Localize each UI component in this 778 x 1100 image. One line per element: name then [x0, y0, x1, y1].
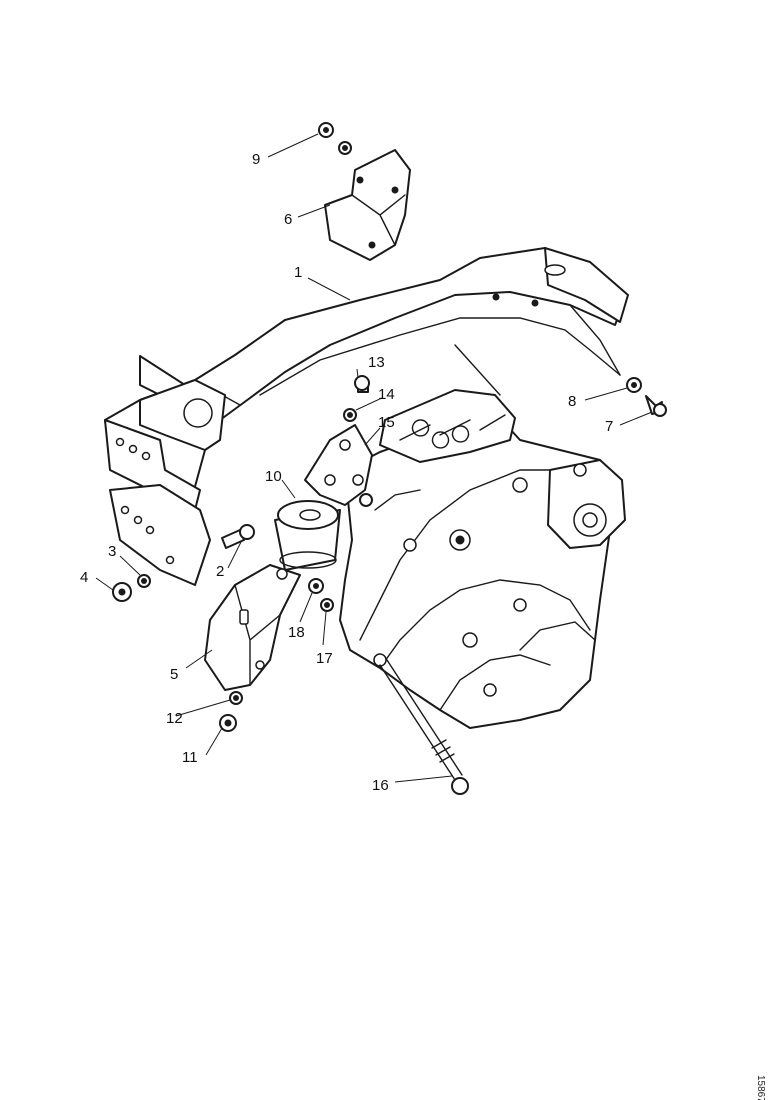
- callout-16: 16: [372, 777, 389, 794]
- callout-4: 4: [80, 569, 88, 586]
- callout-12: 12: [166, 710, 183, 727]
- callout-labels: 9 6 1 13 14 15 8 7 10 2 3 4 18 17 5 12 1…: [80, 151, 613, 794]
- callout-18: 18: [288, 624, 305, 641]
- callout-11: 11: [182, 749, 198, 766]
- callout-10: 10: [265, 468, 282, 485]
- transmission-housing: [339, 344, 626, 729]
- callout-15: 15: [378, 414, 395, 431]
- link-bracket: [304, 424, 373, 506]
- fasteners: [112, 122, 667, 795]
- reference-code: 15867: [755, 1075, 766, 1100]
- crossmember-beam: [104, 247, 629, 586]
- callout-6: 6: [284, 211, 292, 228]
- callout-5: 5: [170, 666, 178, 683]
- callout-7: 7: [605, 418, 613, 435]
- callout-2: 2: [216, 563, 224, 580]
- callout-13: 13: [368, 354, 385, 371]
- callout-17: 17: [316, 650, 333, 667]
- callout-3: 3: [108, 543, 116, 560]
- callout-8: 8: [568, 393, 576, 410]
- rubber-mount: [274, 500, 341, 571]
- leader-lines: [95, 133, 653, 783]
- callout-1: 1: [294, 264, 302, 281]
- callout-14: 14: [378, 386, 395, 403]
- lower-bracket: [204, 564, 301, 691]
- upper-mount-bracket: [324, 149, 411, 261]
- callout-9: 9: [252, 151, 260, 168]
